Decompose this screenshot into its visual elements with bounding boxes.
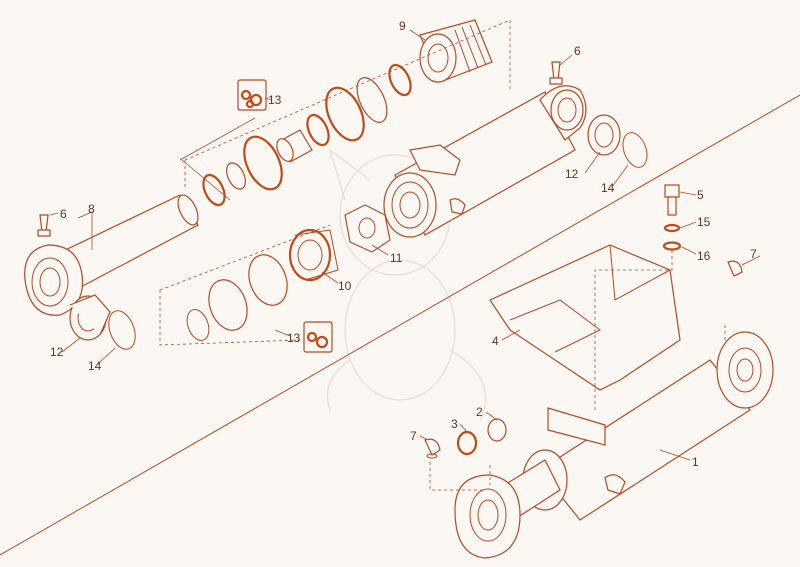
callout-13-top: 13 [268, 93, 282, 107]
callout-12-left: 12 [50, 345, 64, 359]
bushing-12-left [69, 294, 111, 341]
separator-line [0, 94, 800, 556]
callout-12-top: 12 [565, 167, 579, 181]
callout-2: 2 [476, 405, 483, 419]
snap-ring-14-top [622, 132, 648, 168]
cylinder-head-9 [419, 19, 493, 83]
bolt-5 [664, 184, 680, 216]
callout-3: 3 [451, 417, 458, 431]
piston-10 [288, 228, 339, 282]
callout-4: 4 [492, 334, 499, 348]
washers-15-16 [662, 223, 682, 251]
callout-15: 15 [697, 215, 711, 229]
callout-10: 10 [338, 279, 352, 293]
callout-6-left: 6 [60, 207, 67, 221]
callout-16: 16 [697, 249, 711, 263]
callout-1: 1 [692, 455, 699, 469]
leader-lines [49, 29, 761, 461]
callout-5: 5 [697, 188, 704, 202]
piston-rod-bottom [454, 459, 561, 559]
callout-11: 11 [390, 251, 403, 265]
seal-kit-bag-lower [303, 321, 333, 353]
callout-7-left: 7 [410, 429, 417, 443]
bushing-12-top [587, 114, 621, 156]
grease-fitting-right-7 [727, 260, 743, 277]
nut-11 [344, 204, 391, 253]
grease-fitting-top [549, 61, 563, 85]
callout-14-top: 14 [601, 181, 615, 195]
seal-kit-bag-top [237, 79, 267, 111]
snap-ring-14-left [108, 310, 136, 350]
fittings-2-3 [456, 418, 507, 456]
callout-8: 8 [88, 202, 95, 216]
piston-rod-8 [24, 194, 199, 316]
elbow-fitting-7-left [424, 438, 441, 459]
callout-9: 9 [399, 19, 406, 33]
elbow-fitting-top [449, 198, 466, 215]
callout-6-top: 6 [574, 44, 581, 58]
top-cylinder-barrel [383, 85, 587, 238]
callout-14-left: 14 [88, 359, 102, 373]
seal-rings-top [202, 63, 412, 207]
callout-7-right: 7 [750, 247, 757, 261]
grease-fitting-left [37, 214, 51, 237]
elbow-fitting-bottom [604, 474, 626, 495]
mounting-bracket-4 [489, 244, 681, 391]
callout-13-lower: 13 [287, 331, 301, 345]
seal-rings-lower [186, 254, 288, 341]
